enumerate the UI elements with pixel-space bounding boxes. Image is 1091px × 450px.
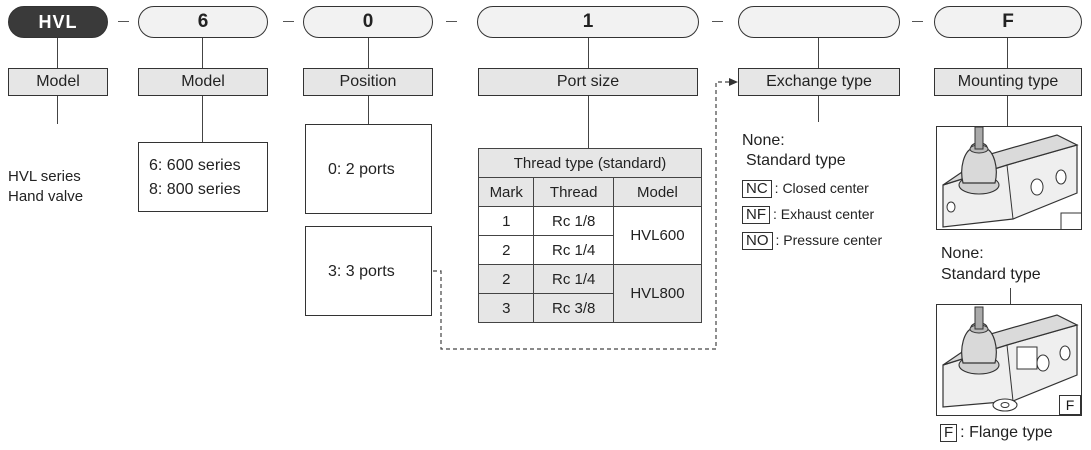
series-option-600: 6: 600 series bbox=[149, 157, 241, 174]
separator-dash bbox=[118, 21, 129, 23]
code-f: F bbox=[940, 424, 958, 442]
thread-size-cell: Rc 3/8 bbox=[533, 293, 614, 323]
code-nf: NF bbox=[742, 206, 770, 224]
connector bbox=[368, 38, 370, 68]
connector bbox=[202, 38, 204, 68]
separator-dash bbox=[712, 21, 723, 23]
series-option-800: 8: 800 series bbox=[149, 181, 241, 198]
exchange-option-nc-text: : Closed center bbox=[774, 180, 869, 196]
code-series-text: 6 bbox=[197, 11, 209, 32]
connector bbox=[588, 38, 590, 68]
thread-mark-cell: 3 bbox=[477, 293, 535, 323]
label-model-2-text: Model bbox=[181, 73, 225, 90]
mounting-flange-image: F bbox=[936, 304, 1082, 416]
thread-table-header: Thread bbox=[533, 177, 614, 207]
code-nc: NC bbox=[742, 180, 772, 198]
exchange-standard-label: Standard type bbox=[746, 152, 846, 169]
position-three-ports: 3: 3 ports bbox=[328, 263, 395, 280]
arrow-head-icon bbox=[729, 78, 738, 86]
code-port-size-text: 1 bbox=[582, 11, 594, 32]
connector bbox=[818, 96, 820, 122]
thread-size-cell: Rc 1/4 bbox=[533, 264, 614, 294]
label-model-2: Model bbox=[138, 68, 268, 96]
flange-badge-text: F bbox=[1065, 397, 1075, 413]
separator-dash bbox=[283, 21, 294, 23]
exchange-none-label: None: bbox=[742, 132, 785, 149]
position-two-ports: 0: 2 ports bbox=[328, 161, 395, 178]
label-exchange-type: Exchange type bbox=[738, 68, 900, 96]
code-hvl-text: HVL bbox=[38, 11, 78, 32]
code-mounting-text: F bbox=[1002, 11, 1014, 32]
connector bbox=[57, 38, 59, 68]
label-position: Position bbox=[303, 68, 433, 96]
connector bbox=[588, 96, 590, 148]
separator-dash bbox=[912, 21, 923, 23]
connector bbox=[1007, 96, 1009, 126]
label-mounting-type: Mounting type bbox=[934, 68, 1082, 96]
code-no: NO bbox=[742, 232, 773, 250]
code-position-text: 0 bbox=[362, 11, 374, 32]
code-port-size: 1 bbox=[477, 6, 699, 38]
flange-badge: F bbox=[1059, 395, 1081, 415]
mounting-option-flange-text: : Flange type bbox=[960, 424, 1053, 441]
mounting-standard-image bbox=[936, 126, 1082, 230]
label-port-size: Port size bbox=[478, 68, 698, 96]
label-model-1-text: Model bbox=[36, 73, 80, 90]
series-options-box: 6: 600 series 8: 800 series bbox=[138, 142, 268, 212]
connector bbox=[368, 96, 370, 124]
label-port-size-text: Port size bbox=[556, 73, 620, 90]
flange-valve-illustration-icon bbox=[942, 306, 1079, 412]
thread-table-header: Mark bbox=[477, 177, 535, 207]
thread-size-cell: Rc 1/8 bbox=[533, 206, 614, 236]
thread-mark-cell: 2 bbox=[477, 264, 535, 294]
hand-valve-text: Hand valve bbox=[8, 188, 84, 205]
separator-dash bbox=[446, 21, 457, 23]
valve-illustration-icon bbox=[942, 127, 1081, 229]
code-mounting: F bbox=[934, 6, 1082, 38]
label-exchange-type-text: Exchange type bbox=[766, 73, 872, 90]
connector bbox=[57, 96, 59, 124]
connector bbox=[202, 96, 204, 142]
exchange-option-nf: NF: Exhaust center bbox=[742, 206, 874, 224]
thread-model-cell: HVL800 bbox=[612, 264, 703, 323]
thread-size-cell: Rc 1/4 bbox=[533, 235, 614, 265]
hvl-series-text: HVL series bbox=[8, 168, 81, 185]
connector bbox=[818, 38, 820, 68]
label-position-text: Position bbox=[339, 73, 397, 90]
connector bbox=[1007, 38, 1009, 68]
connector bbox=[1010, 288, 1012, 304]
thread-model-cell: HVL600 bbox=[612, 206, 703, 265]
code-exchange bbox=[738, 6, 900, 38]
thread-table-header: Model bbox=[612, 177, 703, 207]
code-series: 6 bbox=[138, 6, 268, 38]
code-position: 0 bbox=[303, 6, 433, 38]
code-hvl: HVL bbox=[8, 6, 108, 38]
mounting-none-label: None: bbox=[941, 245, 984, 262]
position-two-ports-box: 0: 2 ports bbox=[305, 124, 432, 214]
mounting-option-flange: F: Flange type bbox=[940, 424, 1053, 442]
label-model-1: Model bbox=[8, 68, 108, 96]
exchange-option-no: NO: Pressure center bbox=[742, 232, 882, 250]
exchange-option-nf-text: : Exhaust center bbox=[773, 206, 875, 222]
thread-table: Thread type (standard) Mark Thread Model… bbox=[477, 148, 703, 323]
position-three-ports-box: 3: 3 ports bbox=[305, 226, 432, 316]
thread-mark-cell: 2 bbox=[477, 235, 535, 265]
thread-mark-cell: 1 bbox=[477, 206, 535, 236]
exchange-option-nc: NC: Closed center bbox=[742, 180, 869, 198]
mounting-standard-label: Standard type bbox=[941, 266, 1041, 283]
thread-table-title: Thread type (standard) bbox=[478, 148, 702, 178]
exchange-option-no-text: : Pressure center bbox=[775, 232, 883, 248]
label-mounting-type-text: Mounting type bbox=[957, 73, 1059, 90]
